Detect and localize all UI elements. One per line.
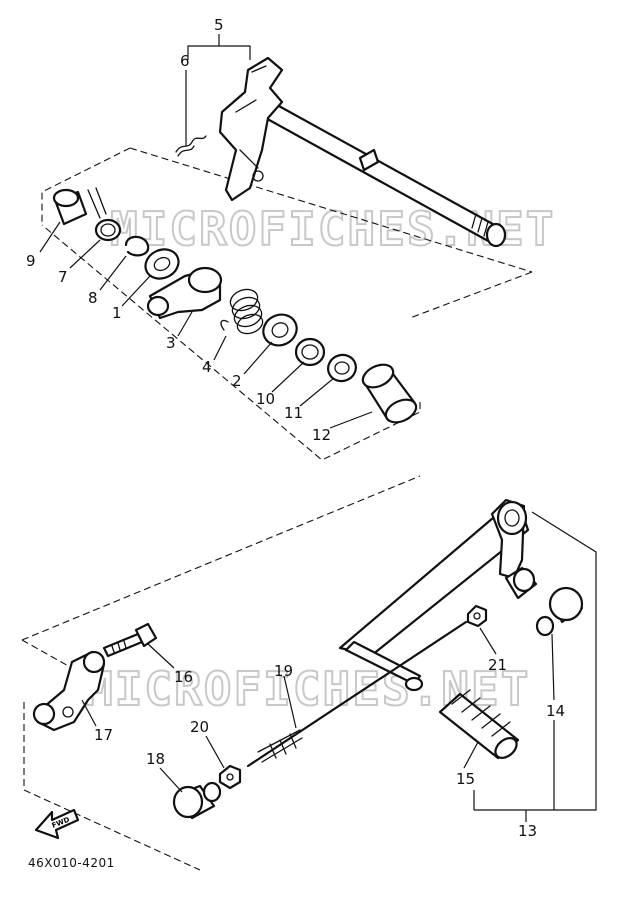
lower-frame-bottom: [23, 702, 201, 871]
label-17: 17: [94, 726, 113, 744]
part-19-rod: [246, 620, 468, 768]
label-13: 13: [518, 822, 537, 840]
label-1: 1: [112, 304, 122, 322]
part-15-rubber: [438, 689, 520, 760]
part-2-washer: [262, 313, 298, 347]
lower-frame-top: [21, 475, 421, 641]
part-1-washer: [144, 248, 180, 280]
spring-pin-6: [175, 135, 207, 157]
label-19: 19: [274, 662, 293, 680]
part-17-lever: [32, 650, 106, 732]
part-11-washer: [327, 353, 357, 383]
label-2: 2: [232, 372, 242, 390]
part-8-circlip: [124, 235, 150, 257]
part-labels: 5 6 9 7 8 1 3 4 2 10 11 12 16 17 19 20 1…: [26, 16, 565, 840]
label-18: 18: [146, 750, 165, 768]
label-5: 5: [214, 16, 224, 34]
leader-lines: [39, 34, 597, 822]
shift-shaft: [218, 56, 507, 248]
part-3-lever: [146, 266, 223, 320]
label-21: 21: [488, 656, 507, 674]
upper-frame-top: [129, 147, 533, 273]
part-10-bearing: [294, 337, 326, 367]
upper-frame-bottom: [41, 224, 421, 461]
lower-frame-left: [21, 639, 73, 669]
label-15: 15: [456, 770, 475, 788]
part-12-sleeve: [361, 363, 418, 424]
upper-frame-right: [409, 271, 533, 319]
part-9-cap: [52, 188, 88, 226]
label-4: 4: [202, 358, 212, 376]
label-6: 6: [180, 52, 190, 70]
label-10: 10: [256, 390, 275, 408]
label-8: 8: [88, 289, 98, 307]
diagram-code: 46X010-4201: [28, 856, 115, 870]
part-4-spring: [220, 288, 264, 335]
label-16: 16: [174, 668, 193, 686]
label-11: 11: [284, 404, 303, 422]
part-18-joint: [172, 781, 222, 820]
part-16-bolt: [102, 622, 158, 658]
fwd-arrow-icon: FWD: [34, 808, 80, 840]
part-21-nut: [466, 604, 488, 628]
label-3: 3: [166, 334, 176, 352]
label-20: 20: [190, 718, 209, 736]
label-7: 7: [58, 268, 68, 286]
label-9: 9: [26, 252, 36, 270]
part-7-spring: [87, 187, 122, 242]
part-13-shift-pedal: [338, 498, 530, 692]
label-14: 14: [546, 702, 565, 720]
label-12: 12: [312, 426, 331, 444]
part-14-joint: [504, 566, 584, 637]
part-20-nut: [218, 764, 242, 790]
